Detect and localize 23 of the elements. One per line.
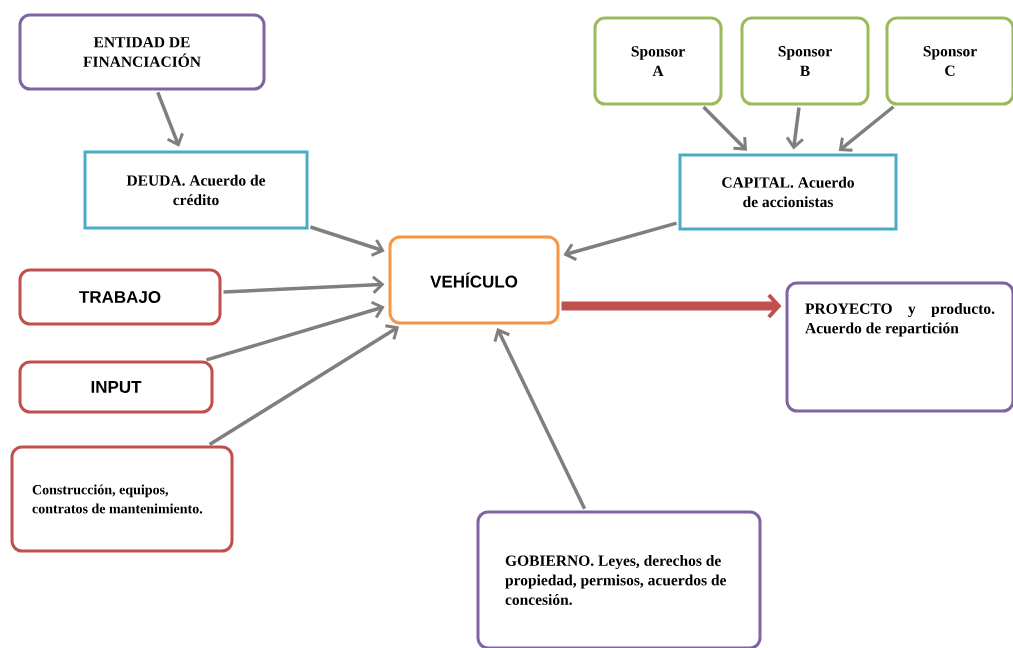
arrow [156,91,184,147]
arrow [223,275,385,294]
arrow [785,107,804,150]
arrow [208,324,400,446]
arrow [561,293,782,319]
arrow [206,300,385,362]
arrow [493,328,587,510]
rounded-box: GOBIERNO. Leyes, derechos de propiedad, permisos, acuerdos de concesión. [476,510,762,648]
arrow [563,221,678,262]
arrow [702,105,747,151]
rounded-box: Construcción, equipos, contratos de mantenimiento. [10,445,234,553]
process-box: DEUDA. Acuerdo de crédito [83,150,309,230]
arrow [309,225,385,257]
rounded-box: TRABAJO [18,268,222,326]
arrow [838,105,895,152]
process-box: CAPITAL. Acuerdo de accionistas [678,153,898,231]
rounded-box: Sponsor A [593,16,723,106]
rounded-box: PROYECTO y producto. Acuerdo de repartición [785,281,1013,413]
rounded-box: INPUT [18,360,214,414]
rounded-box: Sponsor C [885,16,1013,106]
rounded-box: ENTIDAD DE FINANCIACIÓN [18,13,266,91]
rounded-box: Sponsor B [740,16,870,106]
rounded-box: VEHÍCULO [388,235,560,325]
